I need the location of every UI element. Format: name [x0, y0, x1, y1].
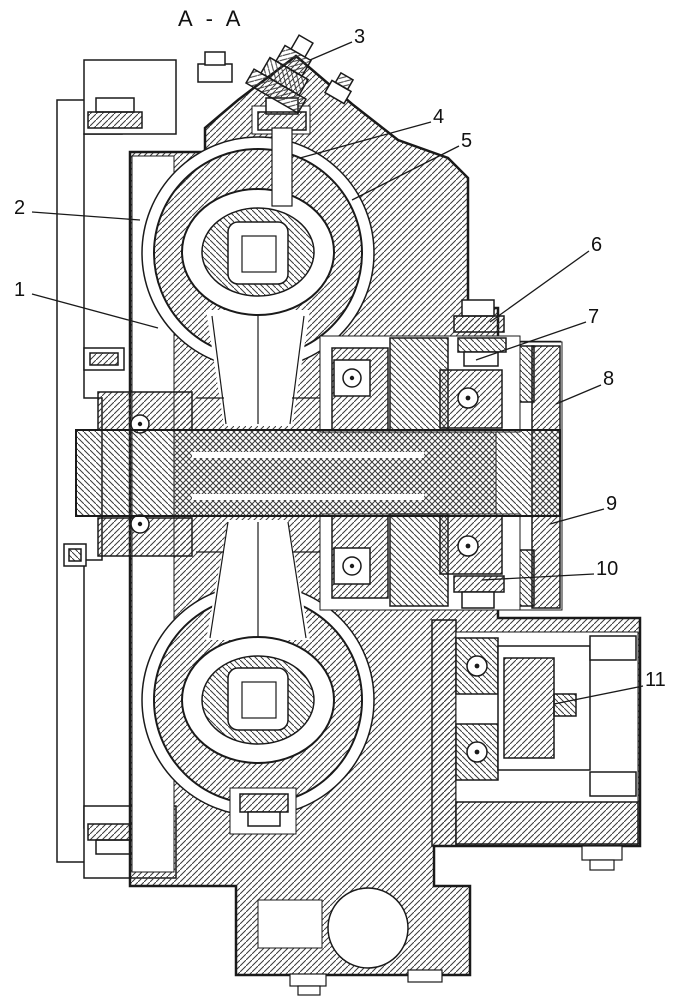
- drive-shaft: [75, 429, 561, 517]
- callout-4: 4: [433, 106, 445, 128]
- callout-8: 8: [603, 368, 615, 390]
- upper-bearing-cluster: [319, 299, 521, 433]
- callout-11: 11: [645, 669, 666, 691]
- pump-section: [431, 619, 639, 871]
- section-title: A - A: [178, 6, 245, 31]
- callout-10: 10: [596, 558, 619, 580]
- callout-3: 3: [354, 26, 366, 48]
- callout-2: 2: [14, 197, 26, 219]
- breather-fitting: [244, 34, 314, 115]
- callout-1: 1: [14, 279, 26, 301]
- lower-bearing-cluster: [319, 513, 521, 611]
- fitting-side-bolt: [323, 71, 355, 105]
- bottom-gear-bore: [141, 520, 375, 835]
- callout-7: 7: [588, 306, 600, 328]
- sump-section: [257, 887, 443, 996]
- top-gear-bore: [141, 97, 375, 426]
- callout-9: 9: [606, 493, 618, 515]
- leader-lines: [31, 41, 644, 705]
- callout-5: 5: [461, 130, 473, 152]
- left-bearing-cluster: [97, 391, 193, 557]
- callout-6: 6: [591, 234, 603, 256]
